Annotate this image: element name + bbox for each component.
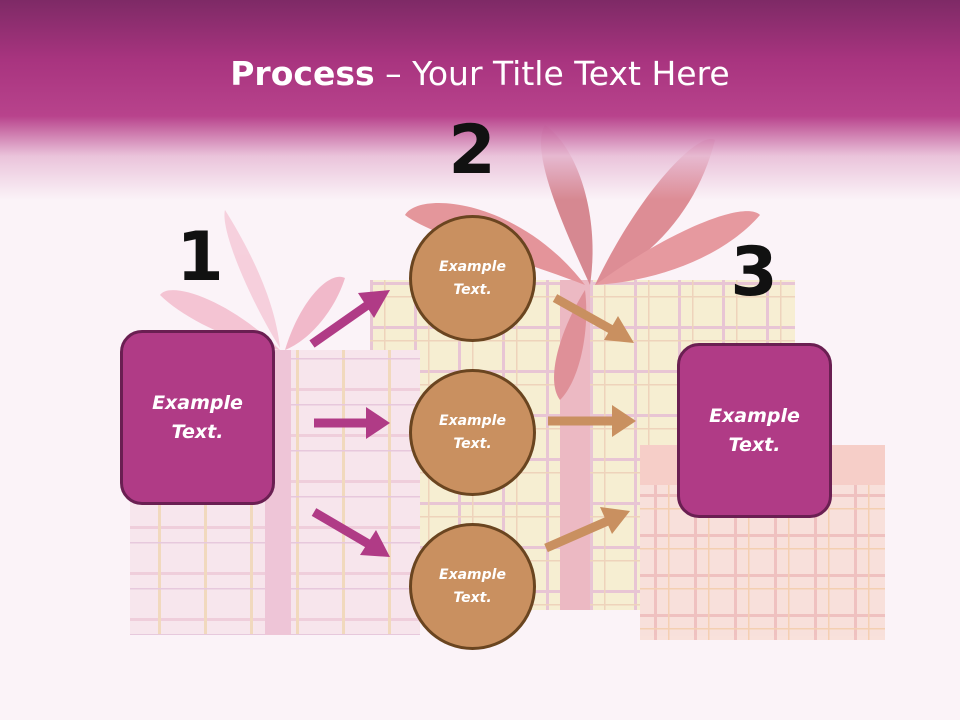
title-rest-part: – Your Title Text Here (374, 54, 730, 93)
arrow-right-up (544, 507, 630, 553)
arrow-left-up (309, 290, 390, 348)
step-number-2: 2 (448, 111, 496, 190)
title-bold-part: Process (230, 54, 375, 93)
page-title: Process – Your Title Text Here (0, 52, 960, 96)
arrow-right-down (552, 294, 634, 343)
arrow-left-down (311, 508, 390, 557)
arrow-left-middle (314, 407, 390, 439)
title-banner (0, 0, 960, 200)
arrow-right-middle (548, 405, 636, 437)
step-number-3: 3 (730, 233, 778, 312)
step-number-1: 1 (176, 218, 224, 297)
